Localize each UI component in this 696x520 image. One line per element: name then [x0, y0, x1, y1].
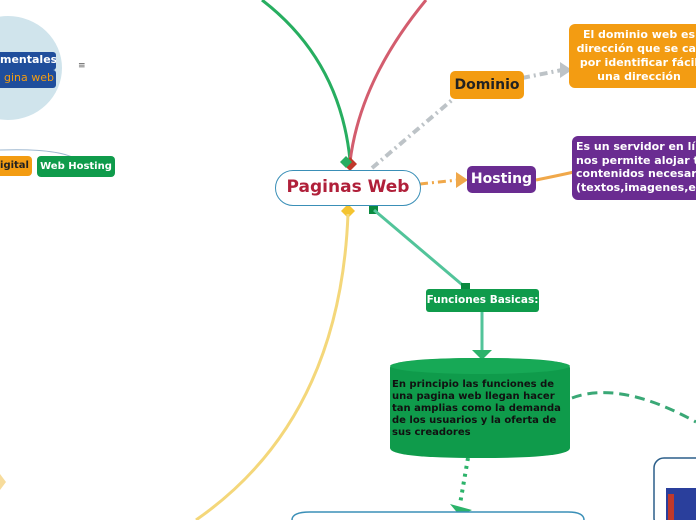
connector-down-arrow [450, 504, 472, 516]
dominio-desc-line-4: una dirección [597, 70, 681, 83]
hosting-description[interactable]: Es un servidor en lí nos permite alojar … [572, 136, 696, 200]
left-panel-label-2: gina web [0, 70, 56, 88]
dominio-node[interactable]: Dominio [450, 71, 524, 99]
tag-digital[interactable]: igital [0, 156, 32, 176]
funciones-label: Funciones Basicas: [426, 294, 539, 306]
hosting-node[interactable]: Hosting [467, 166, 536, 193]
dominio-description[interactable]: El dominio web es dirección que se car p… [569, 24, 696, 88]
connector-top-green [261, 0, 352, 161]
menu-icon[interactable]: ≡ [78, 61, 86, 71]
partial-image-accent [668, 494, 674, 520]
funciones-desc-line-5: sus creadores [392, 427, 471, 438]
partial-bottom-node [291, 511, 585, 520]
connector-funciones-end [461, 283, 470, 292]
connector-yellow [195, 213, 350, 520]
hosting-desc-line-4: (textos,imagenes,e [576, 180, 696, 194]
connector-funciones-start [369, 205, 378, 214]
hosting-label: Hosting [470, 171, 533, 187]
funciones-desc-line-4: de los usuarios y la oferta de [392, 415, 557, 426]
connector-dominio-arrow [560, 62, 572, 78]
dominio-desc-line-2: dirección que se car [576, 42, 696, 55]
connector-hosting [419, 178, 459, 186]
funciones-desc-line-1: En principio las funciones de [392, 379, 555, 390]
funciones-desc-shape [390, 358, 570, 458]
dominio-desc-line-3: por identificar fácil [579, 56, 696, 69]
connector-funciones-arrow [472, 350, 492, 360]
connector-dominio [370, 98, 454, 170]
funciones-desc-line-3: tan amplias como la demanda [392, 403, 561, 414]
dominio-desc-line-1: El dominio web es [582, 28, 696, 41]
connector-green-diamond [340, 156, 352, 168]
hosting-desc-line-1: Es un servidor en lí [576, 140, 696, 153]
funciones-description[interactable]: En principio las funciones de una pagina… [392, 379, 568, 445]
left-yellow-marker [0, 474, 6, 490]
funciones-node[interactable]: Funciones Basicas: [426, 289, 539, 312]
central-node-label: Paginas Web [286, 177, 410, 197]
tag-web-hosting[interactable]: Web Hosting [37, 156, 115, 177]
central-node[interactable]: Paginas Web [275, 170, 421, 206]
hosting-desc-line-2: nos permite alojar t [576, 153, 696, 167]
connector-dominio-desc [521, 68, 563, 80]
connector-top-red [348, 0, 428, 163]
connector-down-dotted [458, 457, 470, 505]
connector-funciones [373, 208, 467, 290]
left-panel-label-1: mentales [0, 52, 56, 70]
dominio-label: Dominio [454, 77, 520, 93]
connector-yellow-diamond [341, 204, 355, 218]
hosting-desc-line-3: contenidos necesar [576, 167, 696, 180]
funciones-desc-line-2: una pagina web llegan hacer [392, 391, 555, 402]
funciones-desc-top [390, 358, 570, 374]
connector-hosting-desc [535, 170, 575, 182]
connector-hosting-arrow [456, 172, 468, 188]
connector-right-dashed [571, 391, 696, 424]
